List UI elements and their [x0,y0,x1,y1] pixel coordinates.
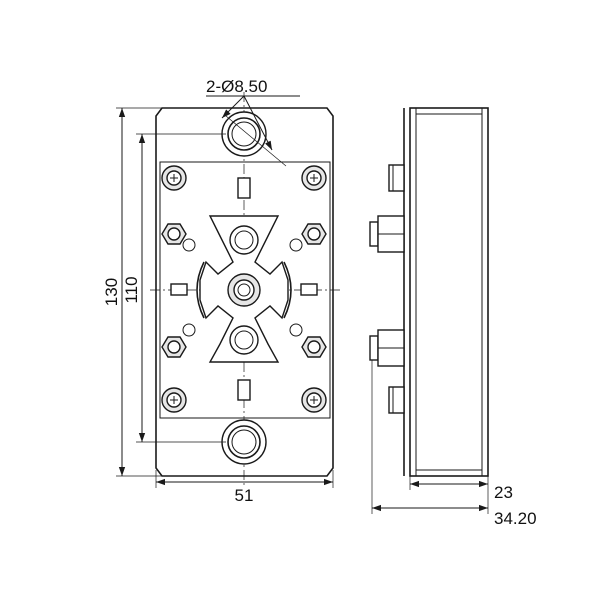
dimension-overall-height: 130 [102,107,162,477]
central-receiver [196,215,292,363]
body-depth-text: 23 [494,483,513,502]
side-nut-lower [369,329,405,367]
bottom-mounting-hole [221,419,267,465]
plate-outline [155,107,334,477]
front-view: 2-Ø8.50 130 110 51 [102,77,340,505]
side-screw-head-bottom [388,386,405,414]
overall-height-text: 130 [102,278,121,306]
side-screw-head-top [388,164,405,192]
hex-nut-lower-left [161,336,187,358]
dimension-total-depth: 34.20 [371,360,537,528]
hex-nut-upper-right [301,223,327,245]
corner-screw-bottom-left [161,387,187,413]
hole-callout: 2-Ø8.50 [206,77,300,151]
hole-spacing-text: 110 [122,276,141,303]
hex-nut-lower-right [301,336,327,358]
hole-callout-text: 2-Ø8.50 [206,77,267,96]
width-text: 51 [235,486,254,505]
top-mounting-hole [221,111,287,167]
corner-screw-bottom-right [301,387,327,413]
slots [170,177,318,401]
dimension-body-depth: 23 [409,476,513,502]
corner-screw-top-right [301,165,327,191]
side-view: 23 34.20 [369,107,537,528]
corner-screw-top-left [161,165,187,191]
side-body [409,107,489,477]
locating-pins [182,238,303,337]
total-depth-text: 34.20 [494,509,537,528]
hex-nut-upper-left [161,223,187,245]
dimension-hole-spacing: 110 [122,133,226,443]
side-nut-upper [369,215,405,253]
dimension-width: 51 [155,470,334,505]
